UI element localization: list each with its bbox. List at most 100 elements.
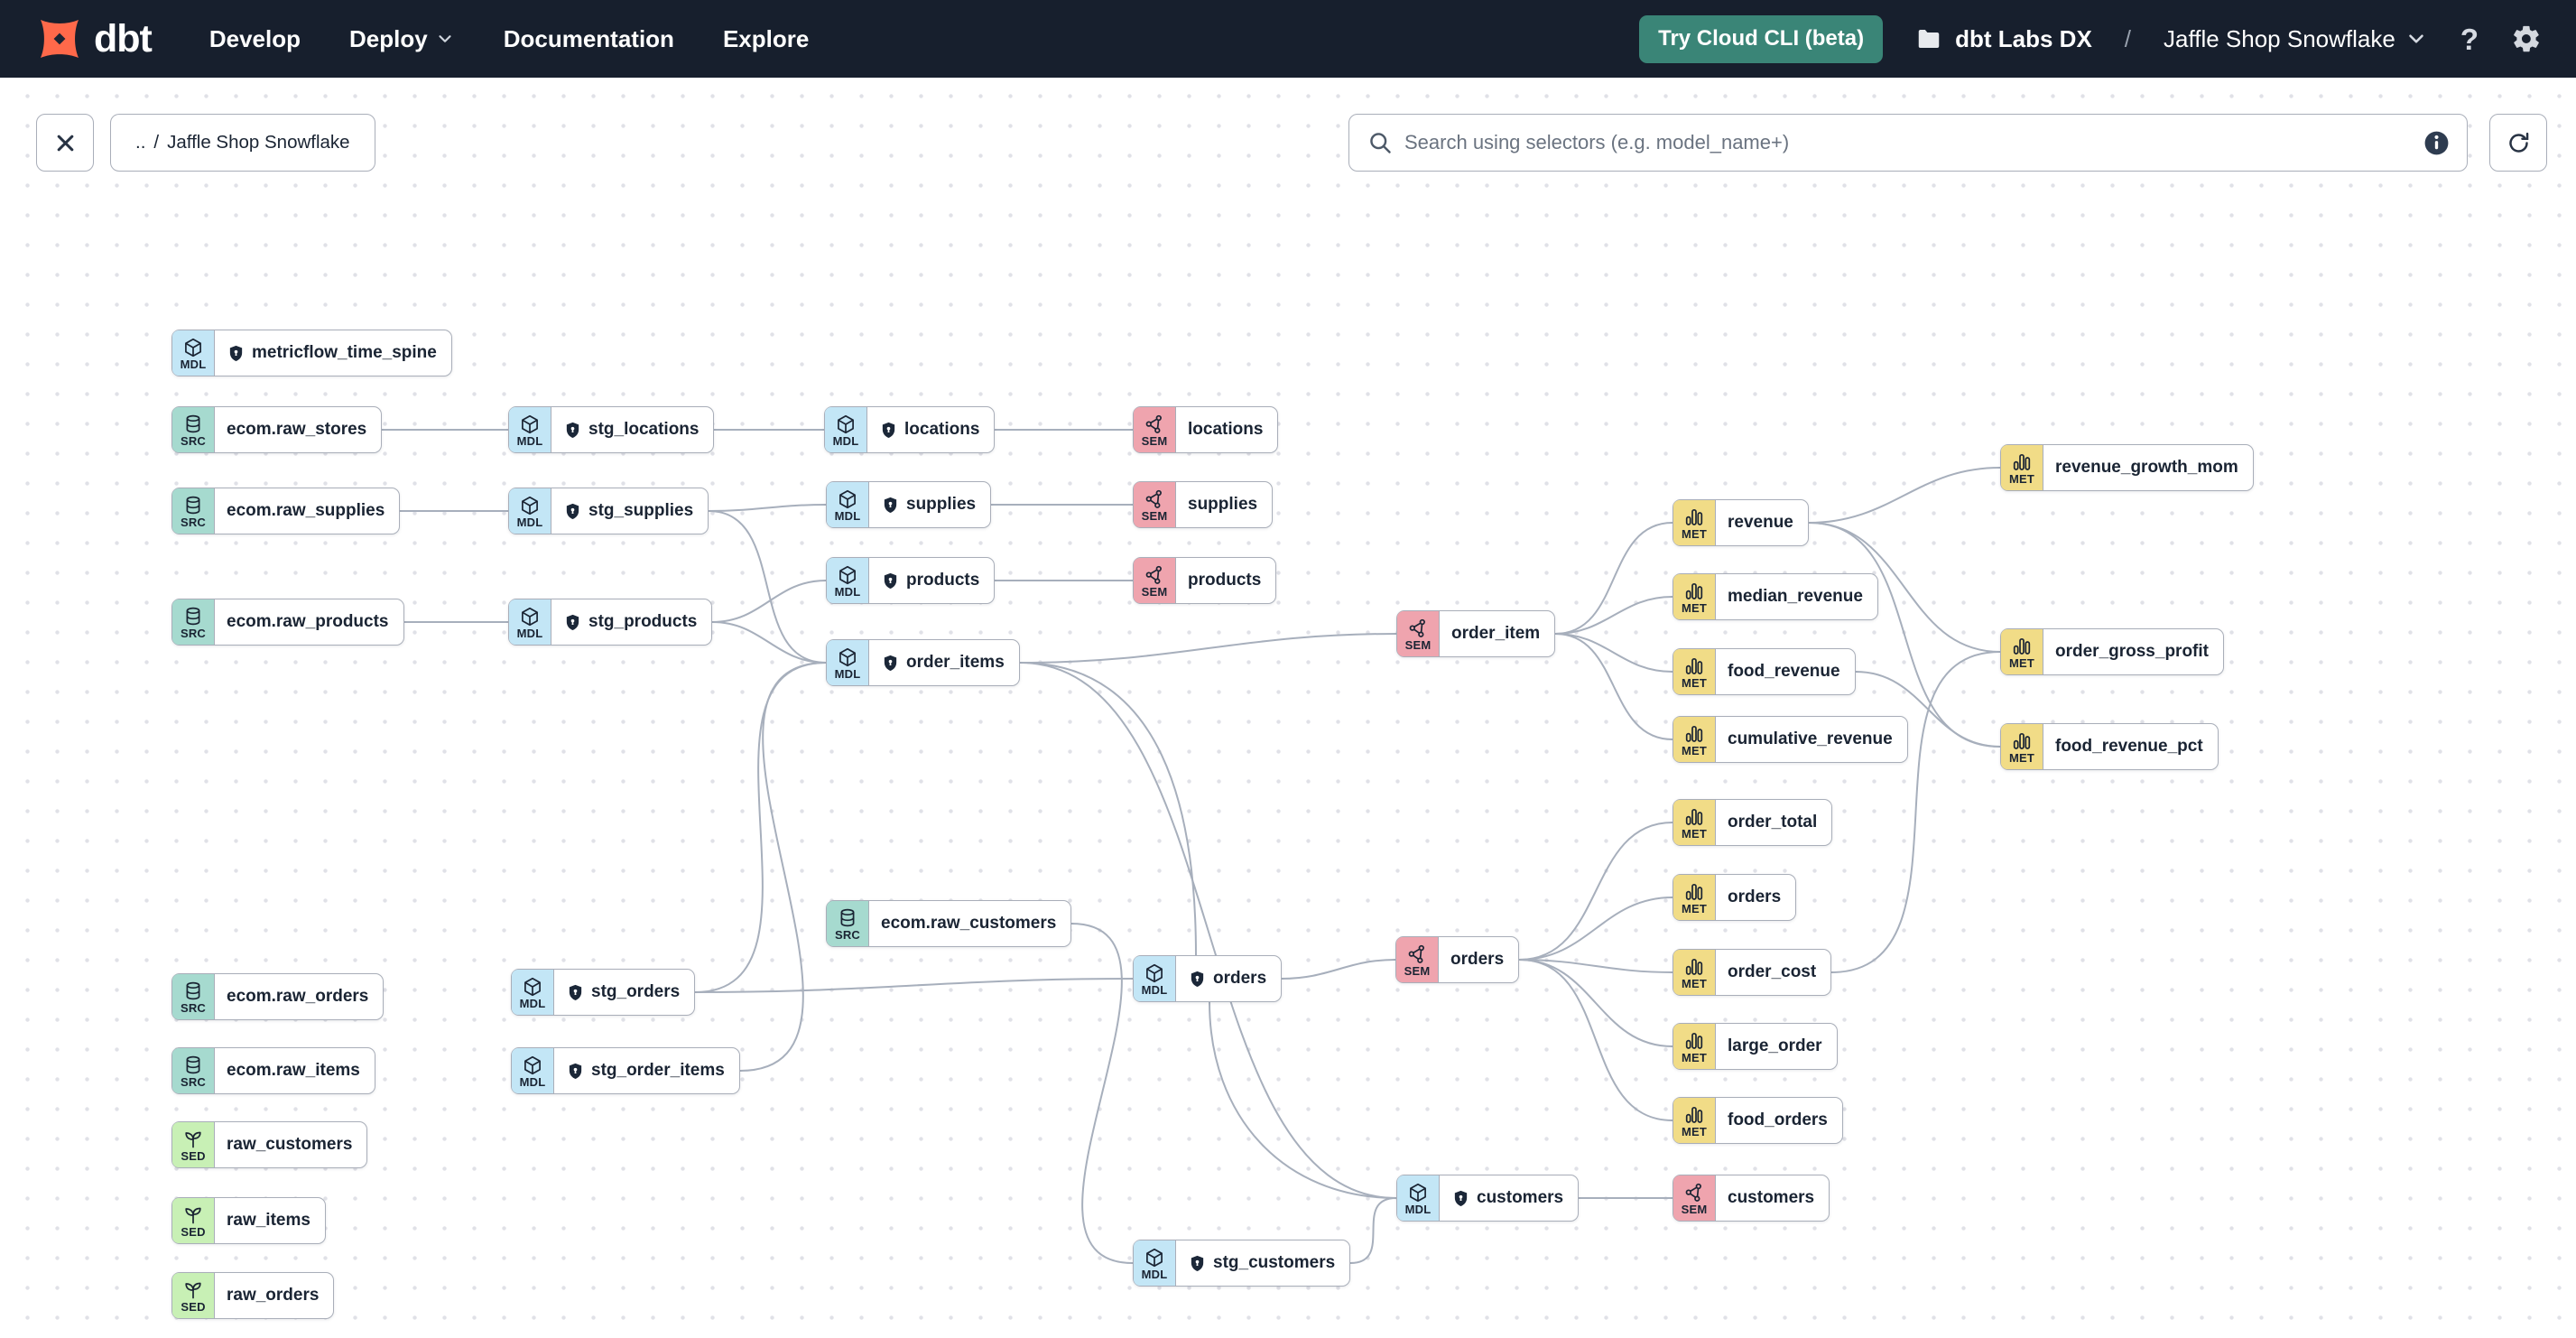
node-body: stg_locations — [551, 407, 713, 452]
graph-node-orders_met[interactable]: MET orders — [1673, 874, 1797, 921]
node-type-badge: SEM — [1673, 1175, 1716, 1221]
node-type-label: MDL — [1404, 1202, 1432, 1216]
node-type-label: MDL — [1141, 1267, 1168, 1281]
share-network-icon — [1144, 413, 1165, 435]
account-switcher[interactable]: dbt Labs DX — [1915, 25, 2092, 53]
nav-item-explore[interactable]: Explore — [723, 25, 809, 53]
node-name: stg_customers — [1213, 1253, 1336, 1272]
breadcrumb[interactable]: .. / Jaffle Shop Snowflake — [110, 114, 375, 172]
node-body: ecom.raw_supplies — [215, 488, 399, 534]
node-type-badge: MET — [1673, 649, 1716, 694]
project-switcher[interactable]: Jaffle Shop Snowflake — [2164, 25, 2428, 53]
node-type-label: MET — [2008, 471, 2035, 486]
node-name: orders — [1450, 950, 1505, 969]
graph-node-stg_customers[interactable]: MDL stg_customers — [1133, 1240, 1351, 1287]
node-type-badge: SRC — [827, 901, 869, 946]
edge-orders_model-to-orders_semantic — [1281, 959, 1396, 980]
node-body: ecom.raw_orders — [215, 974, 383, 1019]
node-type-label: SRC — [180, 1000, 207, 1015]
settings-button[interactable] — [2511, 23, 2542, 54]
node-type-badge: SRC — [172, 1048, 215, 1093]
breadcrumb-up[interactable]: .. — [135, 132, 146, 153]
selector-search[interactable] — [1348, 114, 2468, 172]
seedling-icon — [182, 1129, 204, 1150]
edge-order_item_semantic-to-revenue_met — [1554, 522, 1673, 635]
node-type-badge: MET — [2001, 445, 2043, 490]
node-body: supplies — [1176, 482, 1272, 527]
node-type-badge: MDL — [1134, 956, 1176, 1001]
info-icon[interactable] — [2423, 129, 2451, 157]
nav-item-documentation[interactable]: Documentation — [504, 25, 674, 53]
node-body: cumulative_revenue — [1716, 717, 1907, 762]
node-type-label: SRC — [180, 1074, 207, 1089]
node-name: supplies — [1188, 495, 1258, 514]
graph-node-raw_supplies_src[interactable]: SRC ecom.raw_supplies — [171, 488, 401, 534]
node-type-badge: SEM — [1397, 611, 1440, 656]
dbt-logo[interactable]: dbt — [34, 14, 153, 64]
close-lineage-button[interactable] — [36, 114, 94, 172]
edge-stg_orders-to-orders_model — [694, 978, 1134, 993]
node-type-label: MET — [1681, 743, 1708, 757]
node-type-badge: MDL — [1397, 1175, 1440, 1221]
shield-icon — [881, 571, 900, 590]
bar-chart-icon — [1683, 806, 1705, 828]
node-type-label: MET — [1681, 826, 1708, 841]
refresh-button[interactable] — [2489, 114, 2547, 172]
try-cloud-cli-button[interactable]: Try Cloud CLI (beta) — [1639, 14, 1884, 63]
graph-node-cumulative_revenue_met[interactable]: MET cumulative_revenue — [1673, 716, 1908, 763]
node-type-label: SRC — [180, 515, 207, 529]
nav-item-label: Deploy — [349, 24, 428, 52]
edge-stg_customers-to-customers_model — [1349, 1197, 1397, 1264]
node-name: products — [1188, 571, 1262, 590]
search-input[interactable] — [1404, 131, 2411, 154]
node-name: order_items — [906, 653, 1005, 672]
node-type-label: MET — [1681, 901, 1708, 915]
graph-node-raw_orders_src[interactable]: SRC ecom.raw_orders — [171, 973, 385, 1020]
help-button[interactable]: ? — [2460, 22, 2479, 56]
seedling-icon — [182, 1279, 204, 1301]
shield-icon — [1188, 970, 1207, 989]
nav-item-develop[interactable]: Develop — [209, 25, 301, 53]
node-body: raw_items — [215, 1198, 325, 1243]
account-name: dbt Labs DX — [1955, 24, 2092, 52]
nav-item-deploy[interactable]: Deploy — [349, 25, 455, 53]
node-body: orders — [1716, 875, 1795, 920]
